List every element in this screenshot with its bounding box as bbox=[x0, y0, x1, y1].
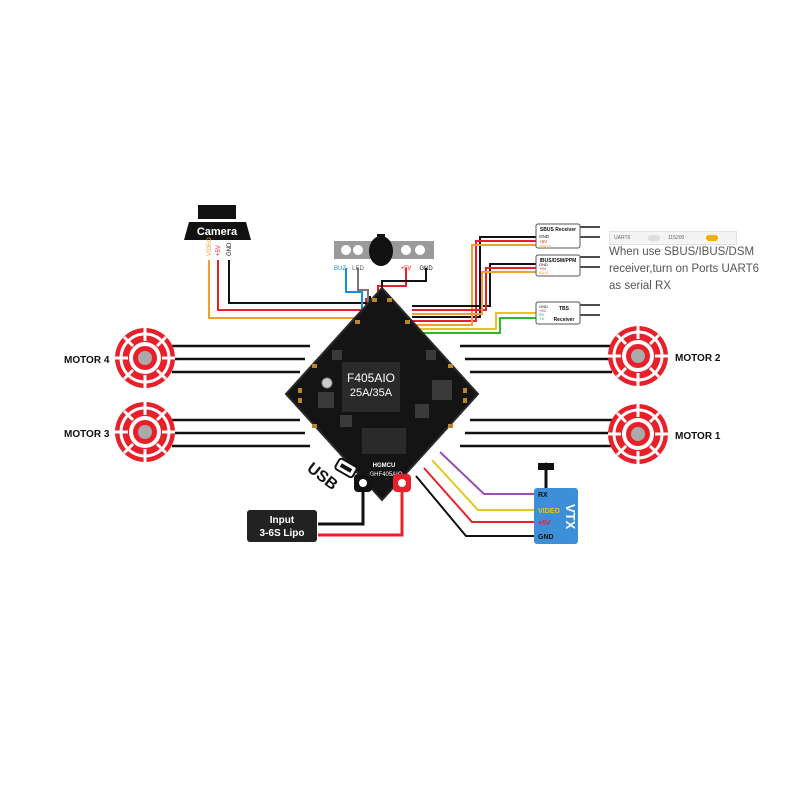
mcu-chip bbox=[342, 362, 400, 412]
sbus-gnd-wire bbox=[412, 236, 536, 318]
camera-label: Camera bbox=[197, 226, 238, 238]
ibus-gnd-wire bbox=[412, 263, 536, 307]
battery-line2: 3-6S Lipo bbox=[259, 528, 304, 539]
vtx-label: VTX bbox=[563, 504, 578, 530]
flight-controller-board: F405AIO 25A/35A HGMCU GHF405AIO bbox=[284, 286, 480, 502]
vtx-rx-wire bbox=[439, 451, 534, 495]
motor-3-wires bbox=[172, 418, 310, 448]
board-model-line1: F405AIO bbox=[347, 371, 395, 385]
vtx-gnd-wire bbox=[415, 475, 534, 537]
ibus-receiver-label: IBUS/DSM/PPM bbox=[540, 258, 577, 264]
motor-2-wires bbox=[460, 344, 612, 374]
board-code: GHF405AIO bbox=[369, 472, 402, 478]
tbs-pin-tx: TX bbox=[539, 316, 544, 321]
camera: Camera VIDEO +5V GND bbox=[184, 205, 251, 256]
sbus-pin-gnd: GND bbox=[539, 234, 550, 239]
note-line-2: receiver,turn on Ports UART6 bbox=[609, 263, 759, 275]
sbus-receiver: SBUS Receiver GND +5V SBUS bbox=[535, 223, 581, 249]
note-line-3: as serial RX bbox=[609, 280, 671, 292]
battery-input: Input 3-6S Lipo bbox=[247, 510, 317, 542]
uart-port-label: UART6 bbox=[614, 235, 631, 241]
buzzer-pin-led: LED bbox=[352, 266, 364, 272]
ibus-receiver: IBUS/DSM/PPM GND +5V IBUS bbox=[535, 254, 581, 277]
motor-2-prop bbox=[606, 324, 670, 388]
usb-label: USB bbox=[304, 460, 341, 494]
camera-pin-5v: +5V bbox=[216, 245, 222, 256]
note-line-1: When use SBUS/IBUS/DSM bbox=[609, 246, 755, 258]
motor-1-wires bbox=[460, 418, 612, 448]
serial-rx-toggle[interactable] bbox=[706, 235, 718, 241]
msp-toggle[interactable] bbox=[648, 235, 660, 241]
tbs-receiver-label-top: TBS bbox=[559, 306, 570, 312]
vtx-pin-gnd: GND bbox=[538, 534, 554, 541]
motor-1-label: MOTOR 1 bbox=[675, 431, 721, 442]
buzzer-pin-gnd: GND bbox=[419, 266, 433, 272]
sbus-5v-wire bbox=[412, 240, 536, 322]
power-pads bbox=[354, 474, 411, 492]
motor-3-prop bbox=[113, 400, 177, 464]
sbus-sig-wire bbox=[412, 244, 536, 326]
wires bbox=[172, 226, 612, 537]
motor-3-label: MOTOR 3 bbox=[64, 429, 110, 440]
motor-4-label: MOTOR 4 bbox=[64, 355, 110, 366]
vtx-pin-video: VIDEO bbox=[538, 508, 560, 515]
vtx-module: VTX RX VIDEO +5V GND bbox=[534, 462, 578, 544]
motor-2-label: MOTOR 2 bbox=[675, 353, 721, 364]
usb-connector[interactable]: USB bbox=[304, 457, 358, 494]
camera-pin-gnd: GND bbox=[227, 242, 233, 256]
tbs-pin-rx: RX bbox=[539, 312, 545, 317]
buzzer bbox=[369, 236, 393, 266]
board-brand: HGMCU bbox=[373, 463, 396, 469]
buzzer-led-strip: BUZ- LED +5V GND bbox=[334, 234, 434, 272]
ibus-5v-wire bbox=[412, 267, 536, 311]
uart-note: When use SBUS/IBUS/DSM receiver,turn on … bbox=[609, 244, 789, 295]
baud-rate-select[interactable]: 115200 bbox=[668, 235, 685, 241]
vtx-5v-wire bbox=[423, 467, 534, 523]
battery-positive-wire bbox=[318, 487, 404, 537]
sbus-pin-5v: +5V bbox=[539, 239, 547, 244]
tbs-pin-5v: +5V bbox=[539, 308, 547, 313]
camera-gnd-wire bbox=[228, 260, 371, 304]
buzzer-pin-5v: +5V bbox=[401, 266, 412, 272]
tbs-receiver: TBS Receiver GND +5V RX TX bbox=[535, 301, 581, 325]
tbs-rx-wire bbox=[412, 312, 536, 330]
vtx-pin-rx: RX bbox=[538, 492, 548, 499]
ibus-sig-wire bbox=[412, 271, 536, 315]
tbs-pin-gnd: GND bbox=[539, 304, 548, 309]
ibus-pin-gnd: GND bbox=[539, 262, 548, 267]
sbus-receiver-label: SBUS Receiver bbox=[540, 227, 576, 233]
vtx-video-wire bbox=[431, 459, 534, 511]
buzzer-pin-buz: BUZ- bbox=[334, 266, 348, 272]
boot-button[interactable] bbox=[321, 377, 333, 389]
board-model-line2: 25A/35A bbox=[350, 387, 393, 399]
motor-1-prop bbox=[606, 402, 670, 466]
ibus-pin-sig: IBUS bbox=[539, 270, 549, 275]
battery-negative-wire bbox=[318, 487, 365, 526]
ibus-pin-5v: +5V bbox=[539, 266, 547, 271]
battery-line1: Input bbox=[270, 515, 295, 526]
camera-pin-video: VIDEO bbox=[207, 237, 213, 256]
motor-4-wires bbox=[172, 344, 310, 374]
uart6-config-strip: UART6 115200 bbox=[609, 231, 737, 245]
tbs-tx-wire bbox=[412, 317, 536, 334]
tbs-receiver-label-bottom: Receiver bbox=[554, 317, 575, 323]
motor-4-prop bbox=[113, 326, 177, 390]
vtx-pin-5v: +5V bbox=[538, 520, 551, 527]
sbus-pin-sig: SBUS bbox=[539, 244, 551, 249]
